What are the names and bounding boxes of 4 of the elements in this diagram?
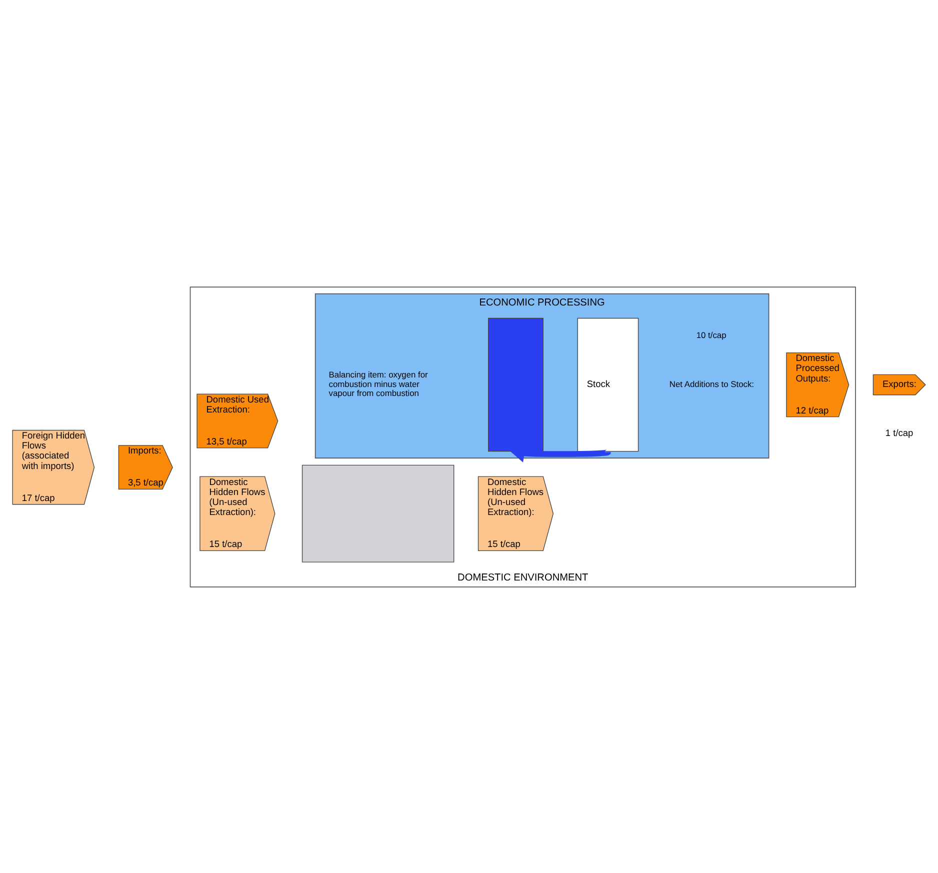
label: Balancing item: oxygen for combustion minus water vapour from combustion [328,369,428,398]
label: Net Additions to Stock: [669,378,754,388]
label: 10 t/cap [696,330,726,340]
node-label: 1 t/cap [885,427,914,438]
